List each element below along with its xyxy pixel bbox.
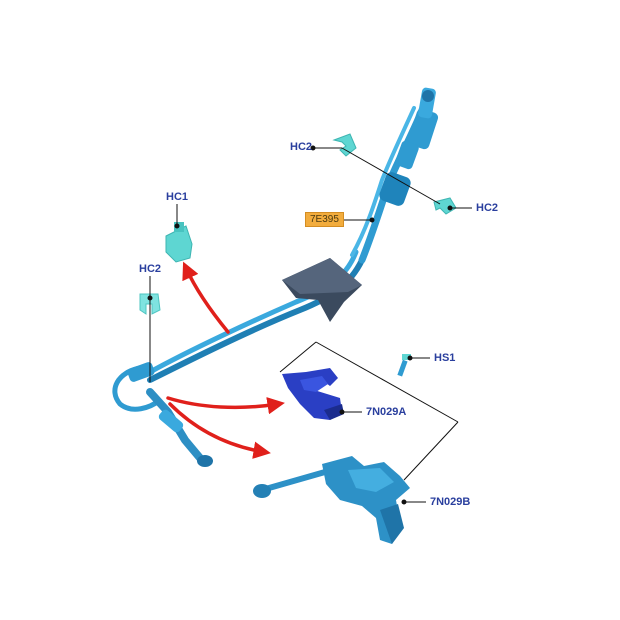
- motion-arrows: [166, 261, 285, 459]
- label-hc2-top: HC2: [290, 141, 313, 153]
- arrow-to-hc1: [182, 261, 230, 334]
- shift-cable-assembly: [112, 87, 439, 467]
- cable-loop: [112, 365, 162, 412]
- leader-lines: [147, 145, 472, 505]
- label-7n029a: 7N029A: [366, 406, 407, 418]
- label-hs1: HS1: [434, 352, 456, 364]
- label-hc1: HC1: [166, 191, 189, 203]
- label-7e395: 7E395: [305, 212, 344, 227]
- lever-7n029b: [253, 456, 410, 544]
- label-hc2-right: HC2: [476, 202, 499, 214]
- hc1-clip: [165, 222, 193, 263]
- bracket-7n029a: [282, 368, 344, 420]
- hc2-clip-right: [433, 197, 457, 215]
- label-hc2-left: HC2: [139, 263, 162, 275]
- hs1-screw: [397, 354, 411, 377]
- arrow-to-7n029b: [168, 402, 271, 459]
- arrow-to-7n029a: [166, 396, 285, 415]
- hc2-clip-top: [332, 133, 357, 157]
- label-7n029b: 7N029B: [430, 496, 471, 508]
